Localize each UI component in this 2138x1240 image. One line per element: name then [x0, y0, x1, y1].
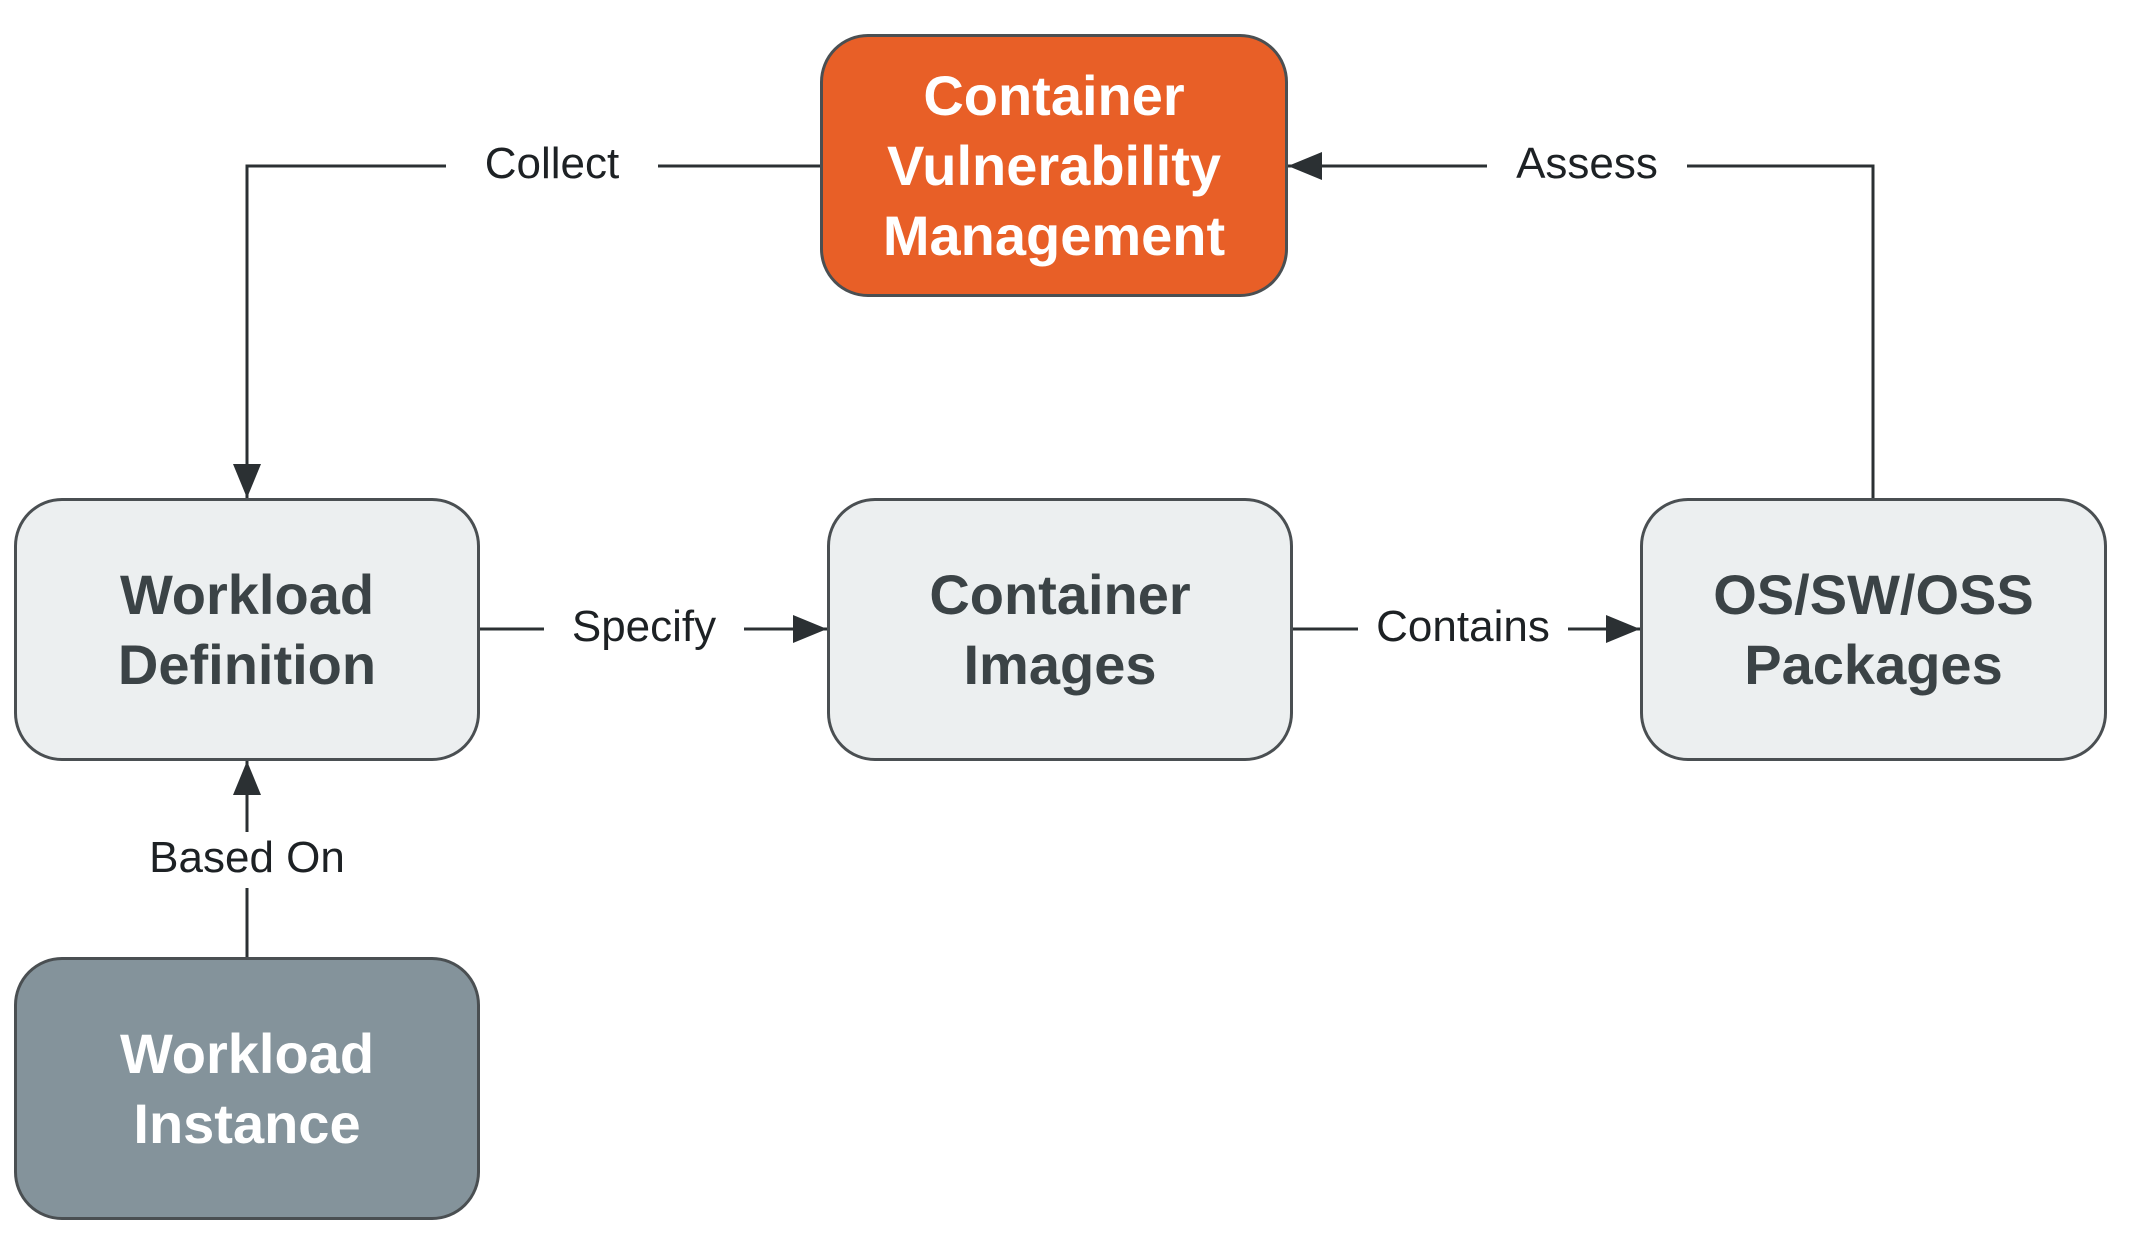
collect-connector [233, 164, 820, 498]
container-images-label: Container Images [929, 562, 1191, 696]
workload-definition-node[interactable]: Workload Definition [14, 498, 480, 761]
packages-node[interactable]: OS/SW/OSS Packages [1640, 498, 2107, 761]
workload-instance-label: Workload Instance [119, 1021, 375, 1155]
assess-connector [1288, 152, 1875, 498]
based-on-label: Based On [132, 832, 362, 888]
container-images-node[interactable]: Container Images [827, 498, 1293, 761]
vulnerability-management-label: Container Vulnerability Management [882, 63, 1226, 267]
contains-label: Contains [1358, 601, 1568, 657]
assess-label: Assess [1487, 138, 1687, 194]
workload-definition-label: Workload Definition [117, 562, 377, 696]
vulnerability-management-node[interactable]: Container Vulnerability Management [820, 34, 1288, 297]
workload-instance-node[interactable]: Workload Instance [14, 957, 480, 1220]
specify-label: Specify [544, 601, 744, 657]
packages-label: OS/SW/OSS Packages [1713, 562, 2034, 696]
collect-label: Collect [446, 138, 658, 194]
